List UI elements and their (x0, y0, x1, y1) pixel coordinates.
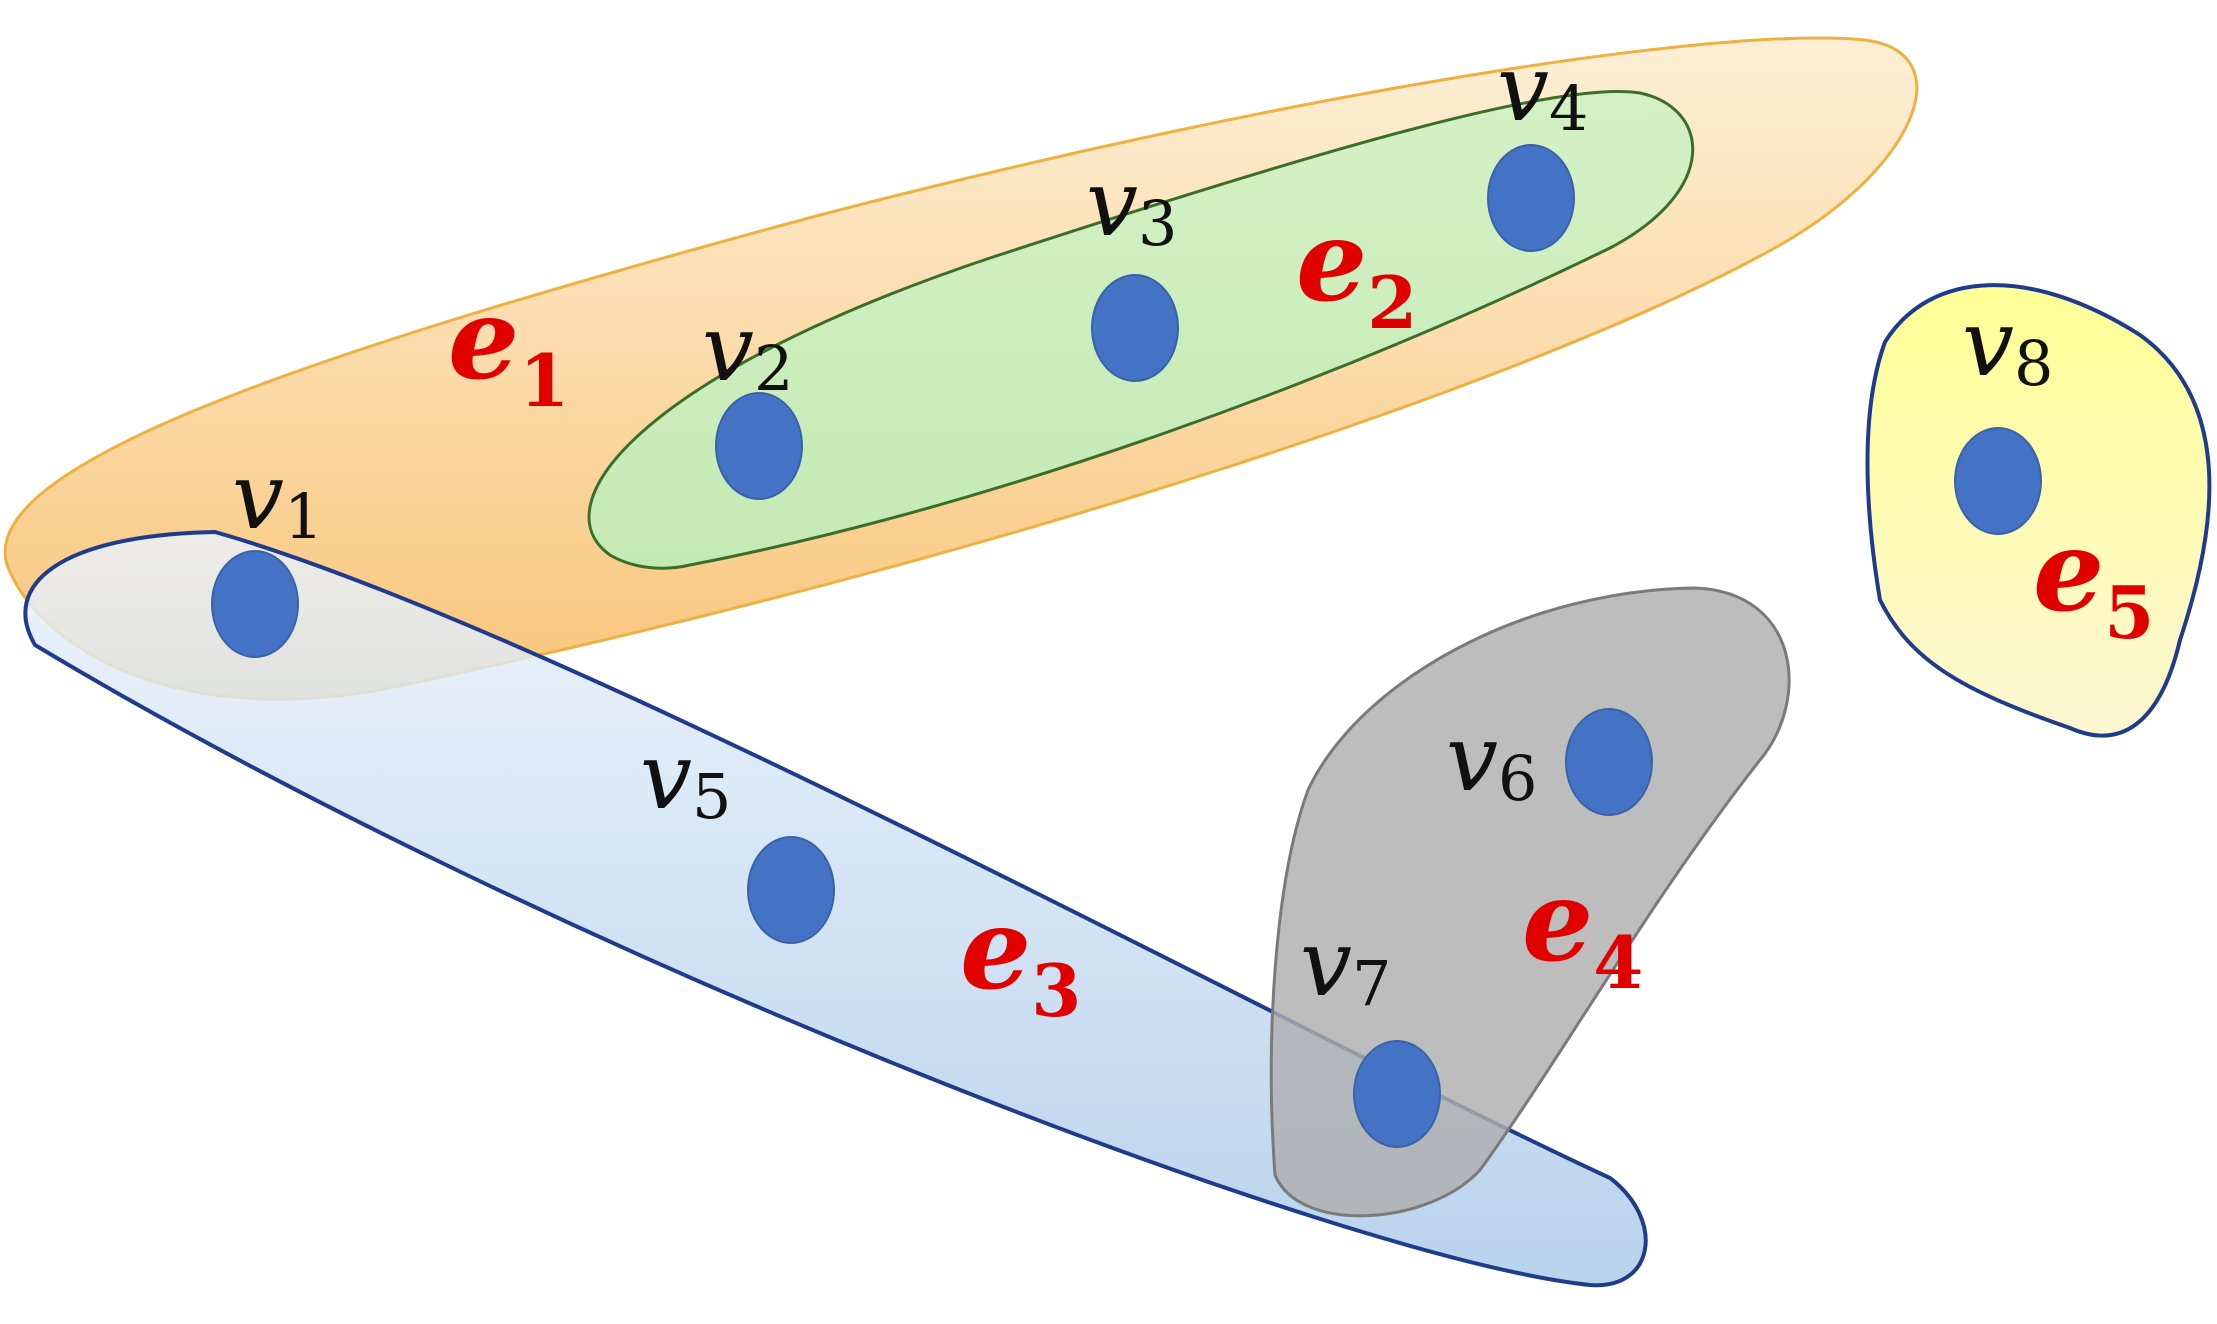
hyperedge-e4-letter: e (1522, 856, 1593, 987)
vertex-v1-letter: v (232, 443, 284, 550)
hyperedge-e1-label: e1 (448, 274, 569, 423)
hyperedge-e5-label: e5 (2033, 506, 2154, 655)
vertex-v7-subscript: 7 (1352, 947, 1391, 1020)
vertex-v1-label: v1 (232, 443, 323, 553)
hyperedge-e5-subscript: 5 (2104, 570, 2154, 655)
vertex-v3-label: v3 (1086, 150, 1177, 260)
vertex-v8-subscript: 8 (2014, 327, 2053, 400)
hyperedge-e3-letter: e (960, 884, 1031, 1015)
vertex-v1-node (211, 550, 299, 658)
hyperedge-e3-subscript: 3 (1031, 948, 1081, 1033)
vertex-v8-label: v8 (1962, 290, 2053, 400)
vertex-v6-label: v6 (1446, 705, 1537, 815)
vertex-v6-subscript: 6 (1498, 742, 1537, 815)
vertex-v4-letter: v (1497, 35, 1549, 142)
hyperedge-e3-label: e3 (960, 884, 1081, 1033)
vertex-v4-node (1487, 144, 1575, 252)
vertex-v3-node (1091, 274, 1179, 382)
vertex-v7-node (1353, 1040, 1441, 1148)
vertex-v6-node (1565, 708, 1653, 816)
hyperedge-e1-letter: e (448, 274, 519, 405)
vertex-v2-letter: v (702, 295, 754, 402)
vertex-v7-label: v7 (1300, 910, 1391, 1020)
vertex-v4-subscript: 4 (1549, 72, 1588, 145)
vertex-v3-letter: v (1086, 150, 1138, 257)
hyperedge-e5-region (1865, 283, 2212, 738)
vertex-v6-letter: v (1446, 705, 1498, 812)
hyperedge-e2-label: e2 (1296, 196, 1417, 345)
vertex-v2-node (715, 392, 803, 500)
hyperedge-e4-subscript: 4 (1593, 920, 1643, 1005)
hyperedge-e2-letter: e (1296, 196, 1367, 327)
vertex-v5-node (747, 836, 835, 944)
vertex-v2-label: v2 (702, 295, 793, 405)
vertex-v8-letter: v (1962, 290, 2014, 397)
vertex-v5-label: v5 (640, 723, 731, 833)
vertex-v4-label: v4 (1497, 35, 1588, 145)
hyperedge-e5-letter: e (2033, 506, 2104, 637)
vertex-v3-subscript: 3 (1138, 187, 1177, 260)
vertex-v7-letter: v (1300, 910, 1352, 1017)
vertex-v1-subscript: 1 (284, 480, 323, 553)
vertex-v5-subscript: 5 (692, 760, 731, 833)
vertex-v8-node (1954, 427, 2042, 535)
hyperedge-e4-label: e4 (1522, 856, 1643, 1005)
hyperedge-e1-subscript: 1 (519, 338, 569, 423)
vertex-v5-letter: v (640, 723, 692, 830)
hyperedge-e3-region (23, 529, 1648, 1288)
hyperedge-e2-subscript: 2 (1367, 260, 1417, 345)
vertex-v2-subscript: 2 (754, 332, 793, 405)
